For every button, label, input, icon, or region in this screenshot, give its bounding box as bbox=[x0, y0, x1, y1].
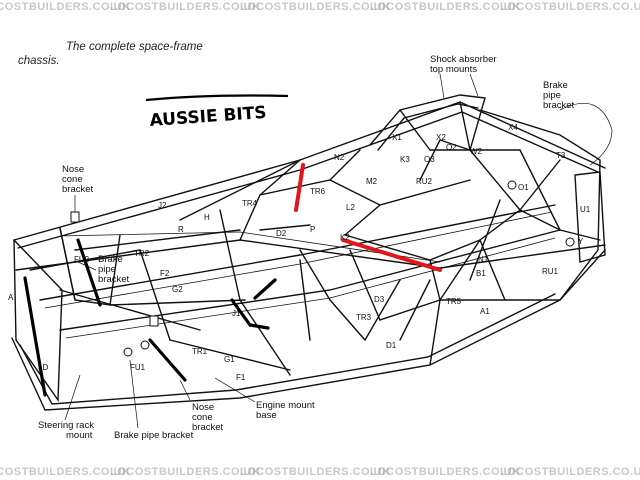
part-label: O3 bbox=[424, 155, 435, 164]
callout-brake-pipe-bracket-bottom: Brake pipe bracket bbox=[114, 430, 194, 441]
callout-line: bracket bbox=[192, 422, 224, 433]
part-label: X2 bbox=[436, 133, 446, 142]
part-label: A bbox=[8, 293, 14, 302]
watermark-text: LOCOSTBUILDERS.CO.UK bbox=[370, 1, 521, 13]
part-label: RU1 bbox=[542, 267, 559, 276]
callout-line: top mounts bbox=[430, 64, 477, 75]
watermark-bottom: LOCOSTBUILDERS.CO.UK LOCOSTBUILDERS.CO.U… bbox=[0, 466, 640, 478]
part-label: Y bbox=[578, 237, 584, 246]
part-label: TR3 bbox=[356, 313, 372, 322]
callout-line: Nose bbox=[192, 402, 214, 413]
part-label: RU2 bbox=[416, 177, 433, 186]
watermark-text: LOCOSTBUILDERS.CO.UK bbox=[370, 466, 521, 478]
callout-engine-mount-base: Engine mount base bbox=[256, 400, 315, 421]
callout-shock-absorber: Shock absorber top mounts bbox=[430, 54, 497, 75]
watermark-text: LOCOSTBUILDERS.CO.UK bbox=[110, 466, 261, 478]
caption-line-1: The complete space-frame bbox=[66, 41, 203, 53]
part-label: TR2 bbox=[134, 249, 150, 258]
leader-lines bbox=[64, 73, 613, 429]
callout-line: Brake bbox=[543, 80, 568, 91]
watermark-text: LOCOSTBUILDERS.CO.UK bbox=[240, 1, 391, 13]
part-label: G1 bbox=[224, 355, 235, 364]
part-label: W2 bbox=[470, 147, 483, 156]
chassis-frame bbox=[11, 94, 606, 411]
handwritten-note-text: AUSSIE BITS bbox=[149, 103, 267, 131]
callout-line: cone bbox=[192, 412, 213, 423]
part-label: O2 bbox=[446, 143, 457, 152]
brackets bbox=[70, 180, 575, 357]
part-label: K2 bbox=[340, 233, 350, 242]
part-label: P bbox=[310, 225, 315, 234]
callout-brake-pipe-bracket-front: Brake pipe bracket bbox=[98, 254, 130, 285]
callout-line: Steering rack bbox=[38, 420, 94, 431]
watermark-top: LOCOSTBUILDERS.CO.UK LOCOSTBUILDERS.CO.U… bbox=[0, 1, 640, 13]
callout-line: bracket bbox=[62, 184, 94, 195]
callout-line: bracket bbox=[543, 100, 575, 111]
part-label: O1 bbox=[518, 183, 529, 192]
part-label: FU2 bbox=[74, 255, 90, 264]
part-label: H bbox=[204, 213, 210, 222]
part-label: B1 bbox=[476, 269, 486, 278]
callout-line: bracket bbox=[98, 274, 130, 285]
callout-steering-rack-mount: Steering rack mount bbox=[38, 420, 94, 441]
part-label: TR5 bbox=[446, 297, 462, 306]
red-highlighted-tubes bbox=[294, 163, 442, 272]
part-label: N2 bbox=[334, 153, 345, 162]
part-label: F2 bbox=[160, 269, 170, 278]
part-label: N1 bbox=[478, 255, 489, 264]
part-label: TR6 bbox=[310, 187, 326, 196]
part-label: M2 bbox=[366, 177, 378, 186]
part-label: R bbox=[178, 225, 184, 234]
part-label: L2 bbox=[346, 203, 355, 212]
part-label: J1 bbox=[232, 309, 241, 318]
part-label: T3 bbox=[556, 151, 566, 160]
watermark-text: LOCOSTBUILDERS.CO.UK bbox=[500, 1, 640, 13]
part-label: TR1 bbox=[192, 347, 208, 356]
part-label: FU1 bbox=[130, 363, 146, 372]
callout-line: Nose bbox=[62, 164, 84, 175]
watermark-text: LOCOSTBUILDERS.CO.UK bbox=[110, 1, 261, 13]
part-label: D3 bbox=[374, 295, 385, 304]
callout-line: Shock absorber bbox=[430, 54, 497, 65]
watermark-text: LOCOSTBUILDERS.CO.UK bbox=[500, 466, 640, 478]
callout-line: pipe bbox=[98, 264, 116, 275]
handwritten-note: AUSSIE BITS bbox=[145, 94, 289, 131]
watermark-text: LOCOSTBUILDERS.CO.UK bbox=[0, 1, 131, 13]
part-label: D1 bbox=[386, 341, 397, 350]
part-label: G2 bbox=[172, 285, 183, 294]
part-label: K3 bbox=[400, 155, 410, 164]
part-label: X4 bbox=[508, 123, 518, 132]
part-label: J2 bbox=[158, 201, 167, 210]
callout-line: cone bbox=[62, 174, 83, 185]
part-labels: X1 X2 X4 N2 K3 O3 O2 W2 T3 M2 RU2 J2 TR6… bbox=[8, 123, 591, 382]
callout-nose-cone-bracket-left: Nose cone bracket bbox=[62, 164, 94, 195]
part-label: TR4 bbox=[242, 199, 258, 208]
callout-brake-pipe-bracket-right: Brake pipe bracket bbox=[543, 80, 575, 111]
part-label: A1 bbox=[480, 307, 490, 316]
dark-highlighted-tubes bbox=[23, 238, 277, 397]
part-label: U1 bbox=[580, 205, 591, 214]
part-label: F1 bbox=[236, 373, 246, 382]
watermark-text: LOCOSTBUILDERS.CO.UK bbox=[0, 466, 131, 478]
part-label: D2 bbox=[276, 229, 287, 238]
part-label: X1 bbox=[392, 133, 402, 142]
watermark-text: LOCOSTBUILDERS.CO.UK bbox=[240, 466, 391, 478]
callout-nose-cone-bracket-bottom: Nose cone bracket bbox=[192, 402, 224, 433]
callout-line: mount bbox=[66, 430, 93, 441]
callout-line: pipe bbox=[543, 90, 561, 101]
callout-line: Brake bbox=[98, 254, 123, 265]
callout-line: base bbox=[256, 410, 277, 421]
caption-line-2: chassis. bbox=[18, 55, 60, 67]
part-label: LD bbox=[38, 363, 48, 372]
callout-line: Engine mount bbox=[256, 400, 315, 411]
